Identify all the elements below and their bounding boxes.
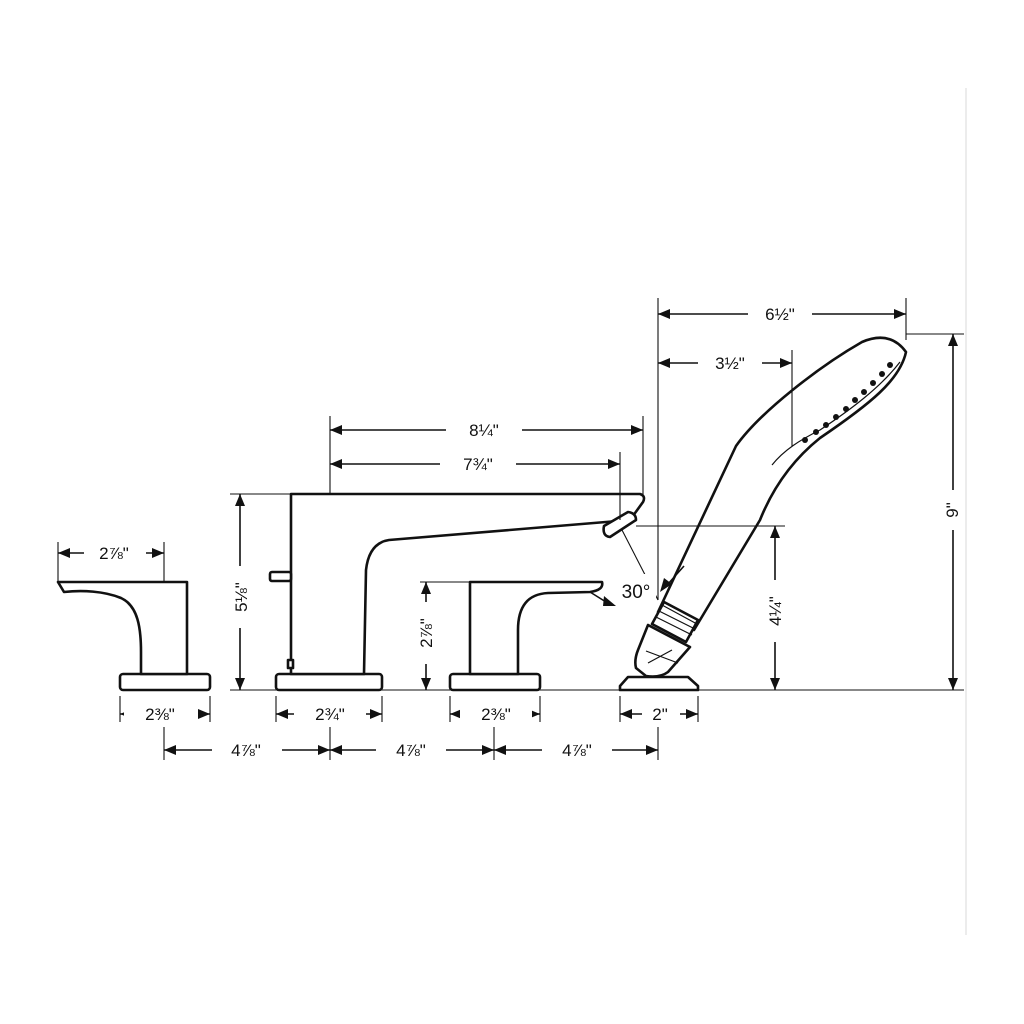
right-handle-escutcheon: [448, 672, 542, 692]
dimension-arrowhead: [686, 709, 698, 719]
dimension-arrowhead: [421, 678, 431, 690]
spout-escutcheon: [274, 672, 384, 692]
dimension-arrowhead: [894, 309, 906, 319]
dimension-arrowhead: [164, 745, 176, 755]
right-handle: [448, 580, 604, 692]
spout-base-label: 2¾": [315, 705, 345, 724]
dimension-arrowhead: [370, 709, 382, 719]
dimension-arrowhead: [770, 526, 780, 538]
dimension-arrowhead: [330, 425, 342, 435]
dimension-arrowhead: [770, 678, 780, 690]
handle-base-right-label: 2⅜": [481, 705, 511, 724]
handshower-base: [618, 675, 700, 692]
spout-reach-label: 7¾": [463, 455, 493, 474]
dimension-arrowhead: [235, 678, 245, 690]
dimension-arrowhead: [658, 358, 670, 368]
spout-reach-overall-label: 8¼": [469, 421, 499, 440]
dimension-arrowhead: [450, 709, 462, 719]
spout-aerator: [602, 510, 638, 539]
handshower-spray-nozzles: [802, 362, 893, 443]
dimension-arrowhead: [780, 358, 792, 368]
dimension-arrowhead: [152, 548, 164, 558]
dimension-arrowhead: [198, 709, 210, 719]
spacing-3-label: 4⅞": [562, 741, 592, 760]
handshower: [618, 336, 908, 692]
dimension-arrowhead: [482, 745, 494, 755]
dimension-arrowhead: [494, 745, 506, 755]
handshower-base-label: 2": [652, 705, 668, 724]
outlet-height-label: 4¼": [766, 596, 785, 626]
dimension-arrowhead: [948, 678, 958, 690]
handle-width-label: 2⅞": [99, 544, 129, 563]
left-handle: [56, 580, 212, 692]
spacing-1-label: 4⅞": [231, 741, 261, 760]
dimension-arrowhead: [421, 582, 431, 594]
handshower-length-label: 6½": [765, 305, 795, 324]
dimension-arrowhead: [58, 548, 70, 558]
overall-height-label: 9": [943, 502, 962, 518]
dimension-arrowhead: [235, 494, 245, 506]
handshower-holder: [634, 623, 692, 678]
handshower-offset-label: 3½": [715, 354, 745, 373]
spacing-2-label: 4⅞": [396, 741, 426, 760]
left-handle-escutcheon: [118, 672, 212, 692]
dimension-arrowhead: [330, 745, 342, 755]
dimension-arrowhead: [631, 425, 643, 435]
dimension-labels: 6½" 3½" 8¼" 7¾" 2⅞" 30° 2⅜" 2¾" 2⅜" 2" 4…: [84, 302, 963, 763]
dimension-arrowhead: [276, 709, 288, 719]
dimension-arrowhead: [318, 745, 330, 755]
handle-height-label: 2⅞": [417, 618, 436, 648]
dimension-arrowhead: [948, 334, 958, 346]
spout-base-pin: [286, 658, 295, 670]
diverter-knob: [268, 570, 293, 583]
handle-base-left-label: 2⅜": [145, 705, 175, 724]
left-handle-lever: [56, 580, 189, 676]
right-handle-lever: [468, 580, 604, 676]
spout-height-label: 5⅛": [232, 582, 251, 612]
dimension-arrowhead: [330, 459, 342, 469]
dimension-arrowhead: [620, 709, 632, 719]
dimension-arrowhead: [608, 459, 620, 469]
extension-lines: [57, 298, 964, 760]
spray-angle-label: 30°: [622, 582, 651, 603]
dimension-arrowhead: [658, 309, 670, 319]
dimension-arrowhead: [646, 745, 658, 755]
